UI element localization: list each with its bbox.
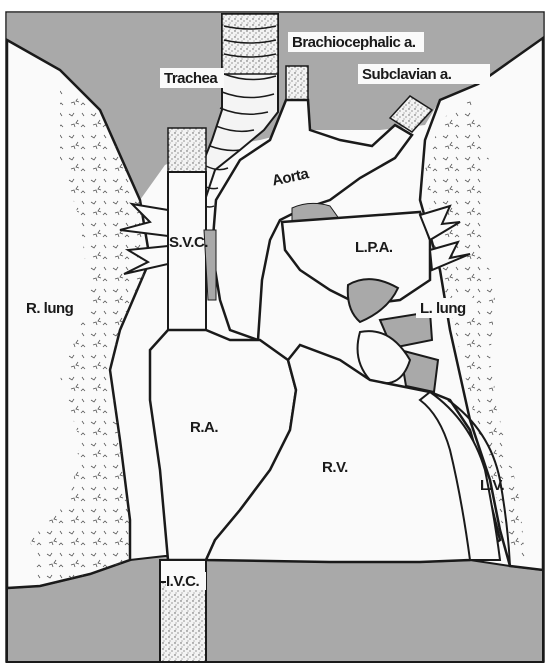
label-r-lung: R. lung: [26, 300, 74, 317]
label-rv: R.V.: [322, 459, 348, 476]
trachea-stipple: [222, 14, 278, 74]
svc-stipple: [168, 128, 206, 172]
brachiocephalic-stump: [286, 66, 308, 100]
label-ra: R.A.: [190, 419, 218, 436]
label-subclavian: Subclavian a.: [362, 66, 452, 83]
label-svc: S.V.C.: [169, 234, 208, 251]
label-l-lung: L. lung: [420, 300, 466, 317]
label-brachiocephalic: Brachiocephalic a.: [292, 34, 416, 51]
label-lpa: L.P.A.: [355, 239, 393, 256]
label-lv: L.V.: [480, 477, 504, 494]
label-trachea: Trachea: [164, 70, 218, 87]
svc-shape: [168, 172, 206, 330]
label-ivc: I.V.C.: [166, 573, 199, 590]
ivc-stipple: [160, 582, 206, 662]
